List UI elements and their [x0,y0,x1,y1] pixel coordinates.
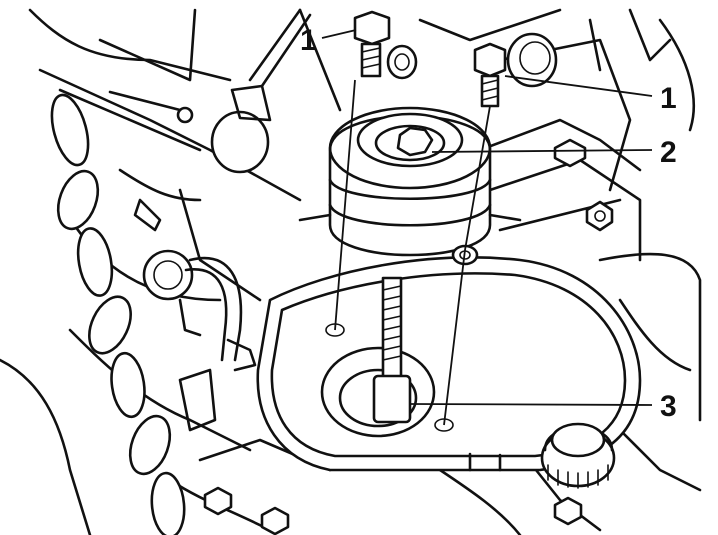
callout-label-bolt-left: 1 [300,24,317,57]
body-panels [0,8,702,535]
callout-label-nut: 2 [660,136,677,169]
control-rod [108,8,312,174]
callout-label-bolt-right: 1 [660,82,677,115]
threaded-stud [372,276,412,424]
small-hex-nuts [203,138,614,535]
bolt-right [473,42,507,108]
round-knob [540,422,616,489]
alignment-lines [334,79,491,426]
strut-mount-assembly [298,106,522,266]
strut-tower-plate [256,256,642,472]
round-cap [506,32,558,88]
wiring-grommet [142,249,257,372]
callout-leaders [321,29,653,406]
callout-label-stud: 3 [660,390,677,423]
bolt-left [353,10,391,78]
chain [50,93,186,535]
washer [386,44,418,80]
